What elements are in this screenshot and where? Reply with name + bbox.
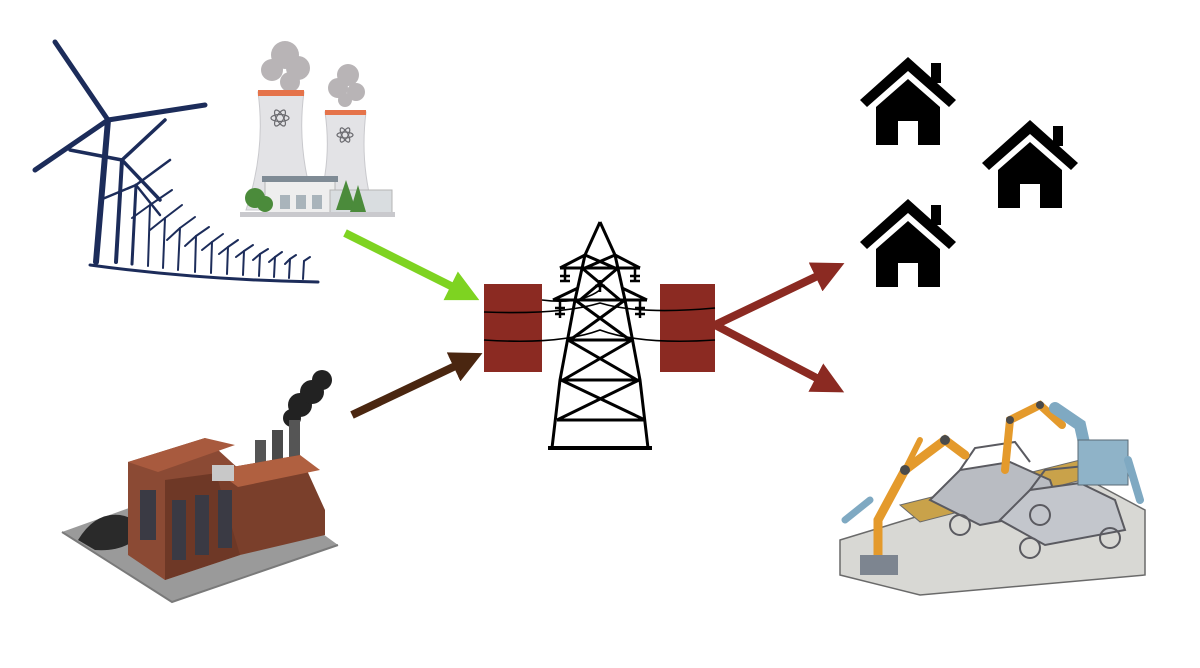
nuclear-plant-icon <box>240 41 395 217</box>
red-arrow-houses <box>713 262 845 329</box>
green-arrow <box>343 229 480 301</box>
house-icon <box>982 120 1078 208</box>
brown-arrow <box>350 352 483 419</box>
left-substation-box <box>484 284 542 372</box>
transmission-tower-icon <box>548 221 652 450</box>
wind-turbines-icon <box>32 39 320 284</box>
coal-factory-icon <box>61 370 339 604</box>
right-substation-box <box>660 284 715 372</box>
robotic-factory-icon <box>839 400 1146 596</box>
arrows <box>343 229 845 419</box>
houses-group <box>860 57 1078 287</box>
red-arrow-factory <box>713 321 845 393</box>
house-icon <box>860 57 956 145</box>
house-icon <box>860 199 956 287</box>
